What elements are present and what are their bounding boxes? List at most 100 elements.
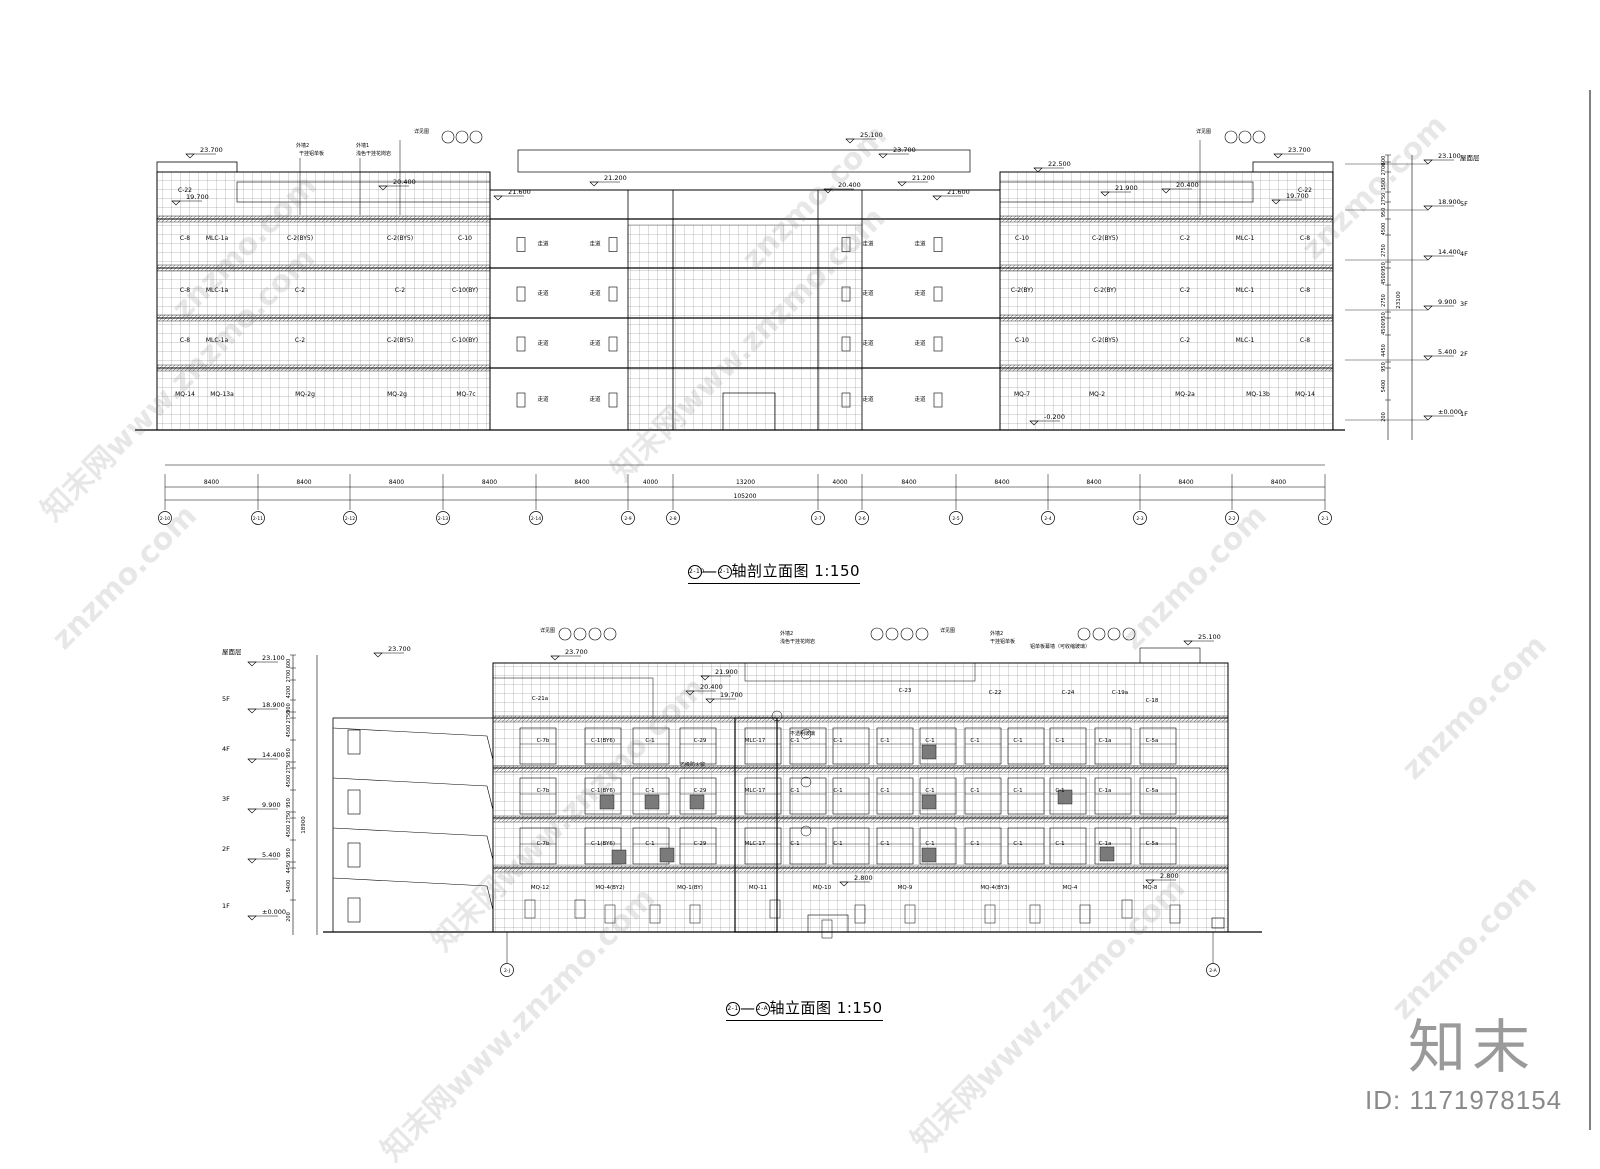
window-label: C-22 <box>989 690 1002 696</box>
window-label: C-1a <box>1099 788 1112 794</box>
wall-note: 外墙1 <box>356 142 369 149</box>
window-label: C-2(BY) <box>1011 287 1033 294</box>
window-label: C-1a <box>1099 738 1112 744</box>
level-mark: 23.700 <box>1288 146 1311 154</box>
detail-bubble <box>885 627 899 641</box>
vertical-dimension: 2700 <box>1381 163 1387 176</box>
watermark-id: ID: 1171978154 <box>1365 1085 1563 1115</box>
window-label: C-1 <box>970 788 979 794</box>
bottom-title-text: 轴立面图 <box>769 999 832 1017</box>
annex-window <box>347 789 361 815</box>
window-bay <box>679 727 717 765</box>
vertical-dimension: 950 <box>1381 312 1387 322</box>
window-label: C-1 <box>790 788 799 794</box>
bay-dimension: 4000 <box>832 479 847 486</box>
corridor-label: 走道 <box>914 339 926 347</box>
window-bay <box>1094 777 1132 815</box>
title-axis-circle-start: 2-10 <box>688 564 704 579</box>
vertical-dimension: 950 <box>286 748 292 758</box>
window-bay <box>744 727 782 765</box>
corridor-label: 走道 <box>862 240 874 248</box>
annex-window <box>347 897 361 923</box>
window-label: MQ-2g <box>387 391 407 398</box>
elevation-value: 18.900 <box>1438 198 1461 206</box>
corridor-label: 走道 <box>914 289 926 297</box>
vertical-dimension: 4500 <box>1381 272 1387 285</box>
window-label: C-8 <box>180 337 190 344</box>
window-label: MLC-1a <box>206 235 229 242</box>
level-mark: 21.900 <box>715 668 738 676</box>
facade-note: 乙级防火窗 <box>680 761 705 768</box>
bay-dimension: 8400 <box>1271 479 1286 486</box>
window-label: C-18 <box>1146 698 1159 704</box>
window-label: C-7b <box>537 788 550 794</box>
axis-label: 2-10 <box>160 516 170 522</box>
vertical-dimension: 5400 <box>1381 380 1387 393</box>
window-bay <box>519 727 557 765</box>
facade-note: 干挂铝单板 <box>990 638 1015 645</box>
window-bay <box>744 827 782 865</box>
bay-dimension: 8400 <box>1178 479 1193 486</box>
window-label: C-10(BY) <box>452 287 478 294</box>
window-label: C-1 <box>970 738 979 744</box>
bay-dimension: 13200 <box>736 479 755 486</box>
axis-bubble <box>436 511 450 525</box>
window-label: MQ-13b <box>1246 391 1270 398</box>
hatched-band <box>492 865 1229 873</box>
shaded-glass <box>659 847 675 863</box>
window-label: C-10 <box>1015 235 1029 242</box>
detail-bubble <box>800 825 812 837</box>
window-label: MLC-1 <box>1236 235 1255 242</box>
bay-dimension: 8400 <box>1086 479 1101 486</box>
window-label: MLC-17 <box>745 738 766 744</box>
detail-bubble <box>1224 130 1238 144</box>
window-label: C-1(BY6) <box>591 788 615 794</box>
window-label: C-2 <box>295 287 305 294</box>
shaded-glass <box>611 849 627 865</box>
window-label: C-29 <box>694 738 707 744</box>
axis-label: 2-14 <box>531 516 541 522</box>
level-mark: 21.200 <box>604 174 627 182</box>
corridor-label: 走道 <box>589 339 601 347</box>
vertical-dimension: 4500 <box>286 725 292 738</box>
window-label: MLC-1a <box>206 337 229 344</box>
vertical-dimension: 4200 <box>286 686 292 699</box>
roof-screen <box>492 677 654 719</box>
window-label: C-1 <box>790 841 799 847</box>
window-label: MLC-17 <box>745 788 766 794</box>
window-label: MLC-1 <box>1236 337 1255 344</box>
window-label: C-29 <box>694 841 707 847</box>
vertical-dimension: 200 <box>1381 412 1387 422</box>
top-title-text: 轴剖立面图 <box>731 562 810 580</box>
window-label: C-1 <box>833 738 842 744</box>
door-icon <box>608 286 618 302</box>
window-bay <box>876 727 914 765</box>
level-triangle <box>1423 159 1433 165</box>
elevation-value: 14.400 <box>262 751 285 759</box>
window-label: C-23 <box>899 688 912 694</box>
elevation-label: 2F <box>1460 350 1468 358</box>
axis-bubble <box>1318 511 1332 525</box>
level-triangle <box>247 858 257 864</box>
window-bay <box>789 827 827 865</box>
axis-label: 2-2 <box>1228 516 1235 522</box>
detail-bubble <box>1122 627 1136 641</box>
window-bay <box>876 777 914 815</box>
window-bay <box>632 827 670 865</box>
level-mark: 20.400 <box>393 178 416 186</box>
bay-dimension: 8400 <box>389 479 404 486</box>
window-label: C-1 <box>925 841 934 847</box>
window-label: MLC-1a <box>206 287 229 294</box>
elevation-value: 23.100 <box>262 654 285 662</box>
shaded-glass <box>921 847 937 863</box>
central-glazing <box>672 224 819 431</box>
level-triangle <box>1423 305 1433 311</box>
window-label: C-21a <box>532 696 548 702</box>
level-triangle <box>493 195 503 201</box>
window-bay <box>1007 777 1045 815</box>
door-icon <box>516 286 526 302</box>
storefront-door <box>649 904 661 924</box>
storefront-label: MQ-4(BY3) <box>980 885 1009 891</box>
annex-canopy <box>332 877 494 911</box>
level-triangle <box>845 138 855 144</box>
